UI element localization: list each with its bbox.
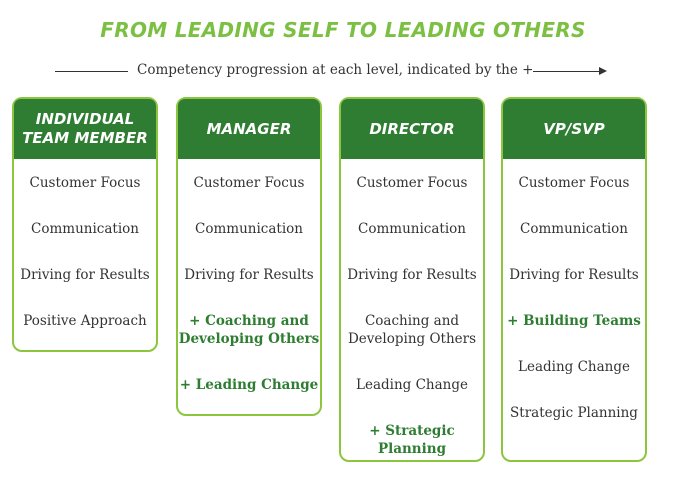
column-header-line1: INDIVIDUAL — [35, 110, 135, 129]
competency-item: Driving for Results — [509, 267, 639, 283]
competency-item: Driving for Results — [20, 267, 150, 283]
column-header-line1: DIRECTOR — [369, 119, 455, 138]
competency-item-line2: Developing Others — [347, 331, 477, 347]
subtitle-line-left — [55, 71, 128, 72]
competency-item: Leading Change — [518, 359, 630, 375]
competency-item-added-line2: Developing Others — [178, 331, 320, 347]
competency-item: Driving for Results — [184, 267, 314, 283]
arrow-right-icon — [599, 67, 607, 75]
column-header-line1: VP/SVP — [543, 119, 605, 138]
competency-item: Positive Approach — [23, 313, 147, 329]
competency-item: Driving for Results — [347, 267, 477, 283]
competency-item: Strategic Planning — [510, 405, 638, 421]
competency-item: Customer Focus — [356, 175, 468, 191]
column-manager: MANAGER Customer Focus Communication Dri… — [176, 97, 322, 416]
competency-item: Leading Change — [356, 377, 468, 393]
column-header: MANAGER — [178, 99, 320, 159]
competency-item: Communication — [520, 221, 628, 237]
subtitle: Competency progression at each level, in… — [137, 62, 534, 78]
column-header: INDIVIDUAL TEAM MEMBER — [14, 99, 156, 159]
competency-item-added: + Strategic Planning — [369, 423, 455, 457]
column-individual-team-member: INDIVIDUAL TEAM MEMBER Customer Focus Co… — [12, 97, 158, 352]
competency-item-added: + Building Teams — [507, 313, 641, 329]
competency-item: Customer Focus — [193, 175, 305, 191]
competency-item: Coaching and — [364, 313, 460, 329]
subtitle-line-right — [533, 71, 601, 72]
competency-item: Customer Focus — [518, 175, 630, 191]
column-header-line2: TEAM MEMBER — [22, 129, 148, 147]
column-vp-svp: VP/SVP Customer Focus Communication Driv… — [501, 97, 647, 462]
competency-item: Communication — [358, 221, 466, 237]
column-header-line1: MANAGER — [206, 119, 292, 138]
competency-item-added: + Coaching and — [189, 313, 309, 329]
page-title: FROM LEADING SELF TO LEADING OTHERS — [100, 18, 586, 42]
column-director: DIRECTOR Customer Focus Communication Dr… — [339, 97, 485, 462]
competency-item: Customer Focus — [29, 175, 141, 191]
competency-item-added: + Leading Change — [179, 377, 319, 393]
competency-item: Communication — [31, 221, 139, 237]
subtitle-row: Competency progression at each level, in… — [55, 62, 615, 82]
column-header: VP/SVP — [503, 99, 645, 159]
competency-item: Communication — [195, 221, 303, 237]
column-header: DIRECTOR — [341, 99, 483, 159]
